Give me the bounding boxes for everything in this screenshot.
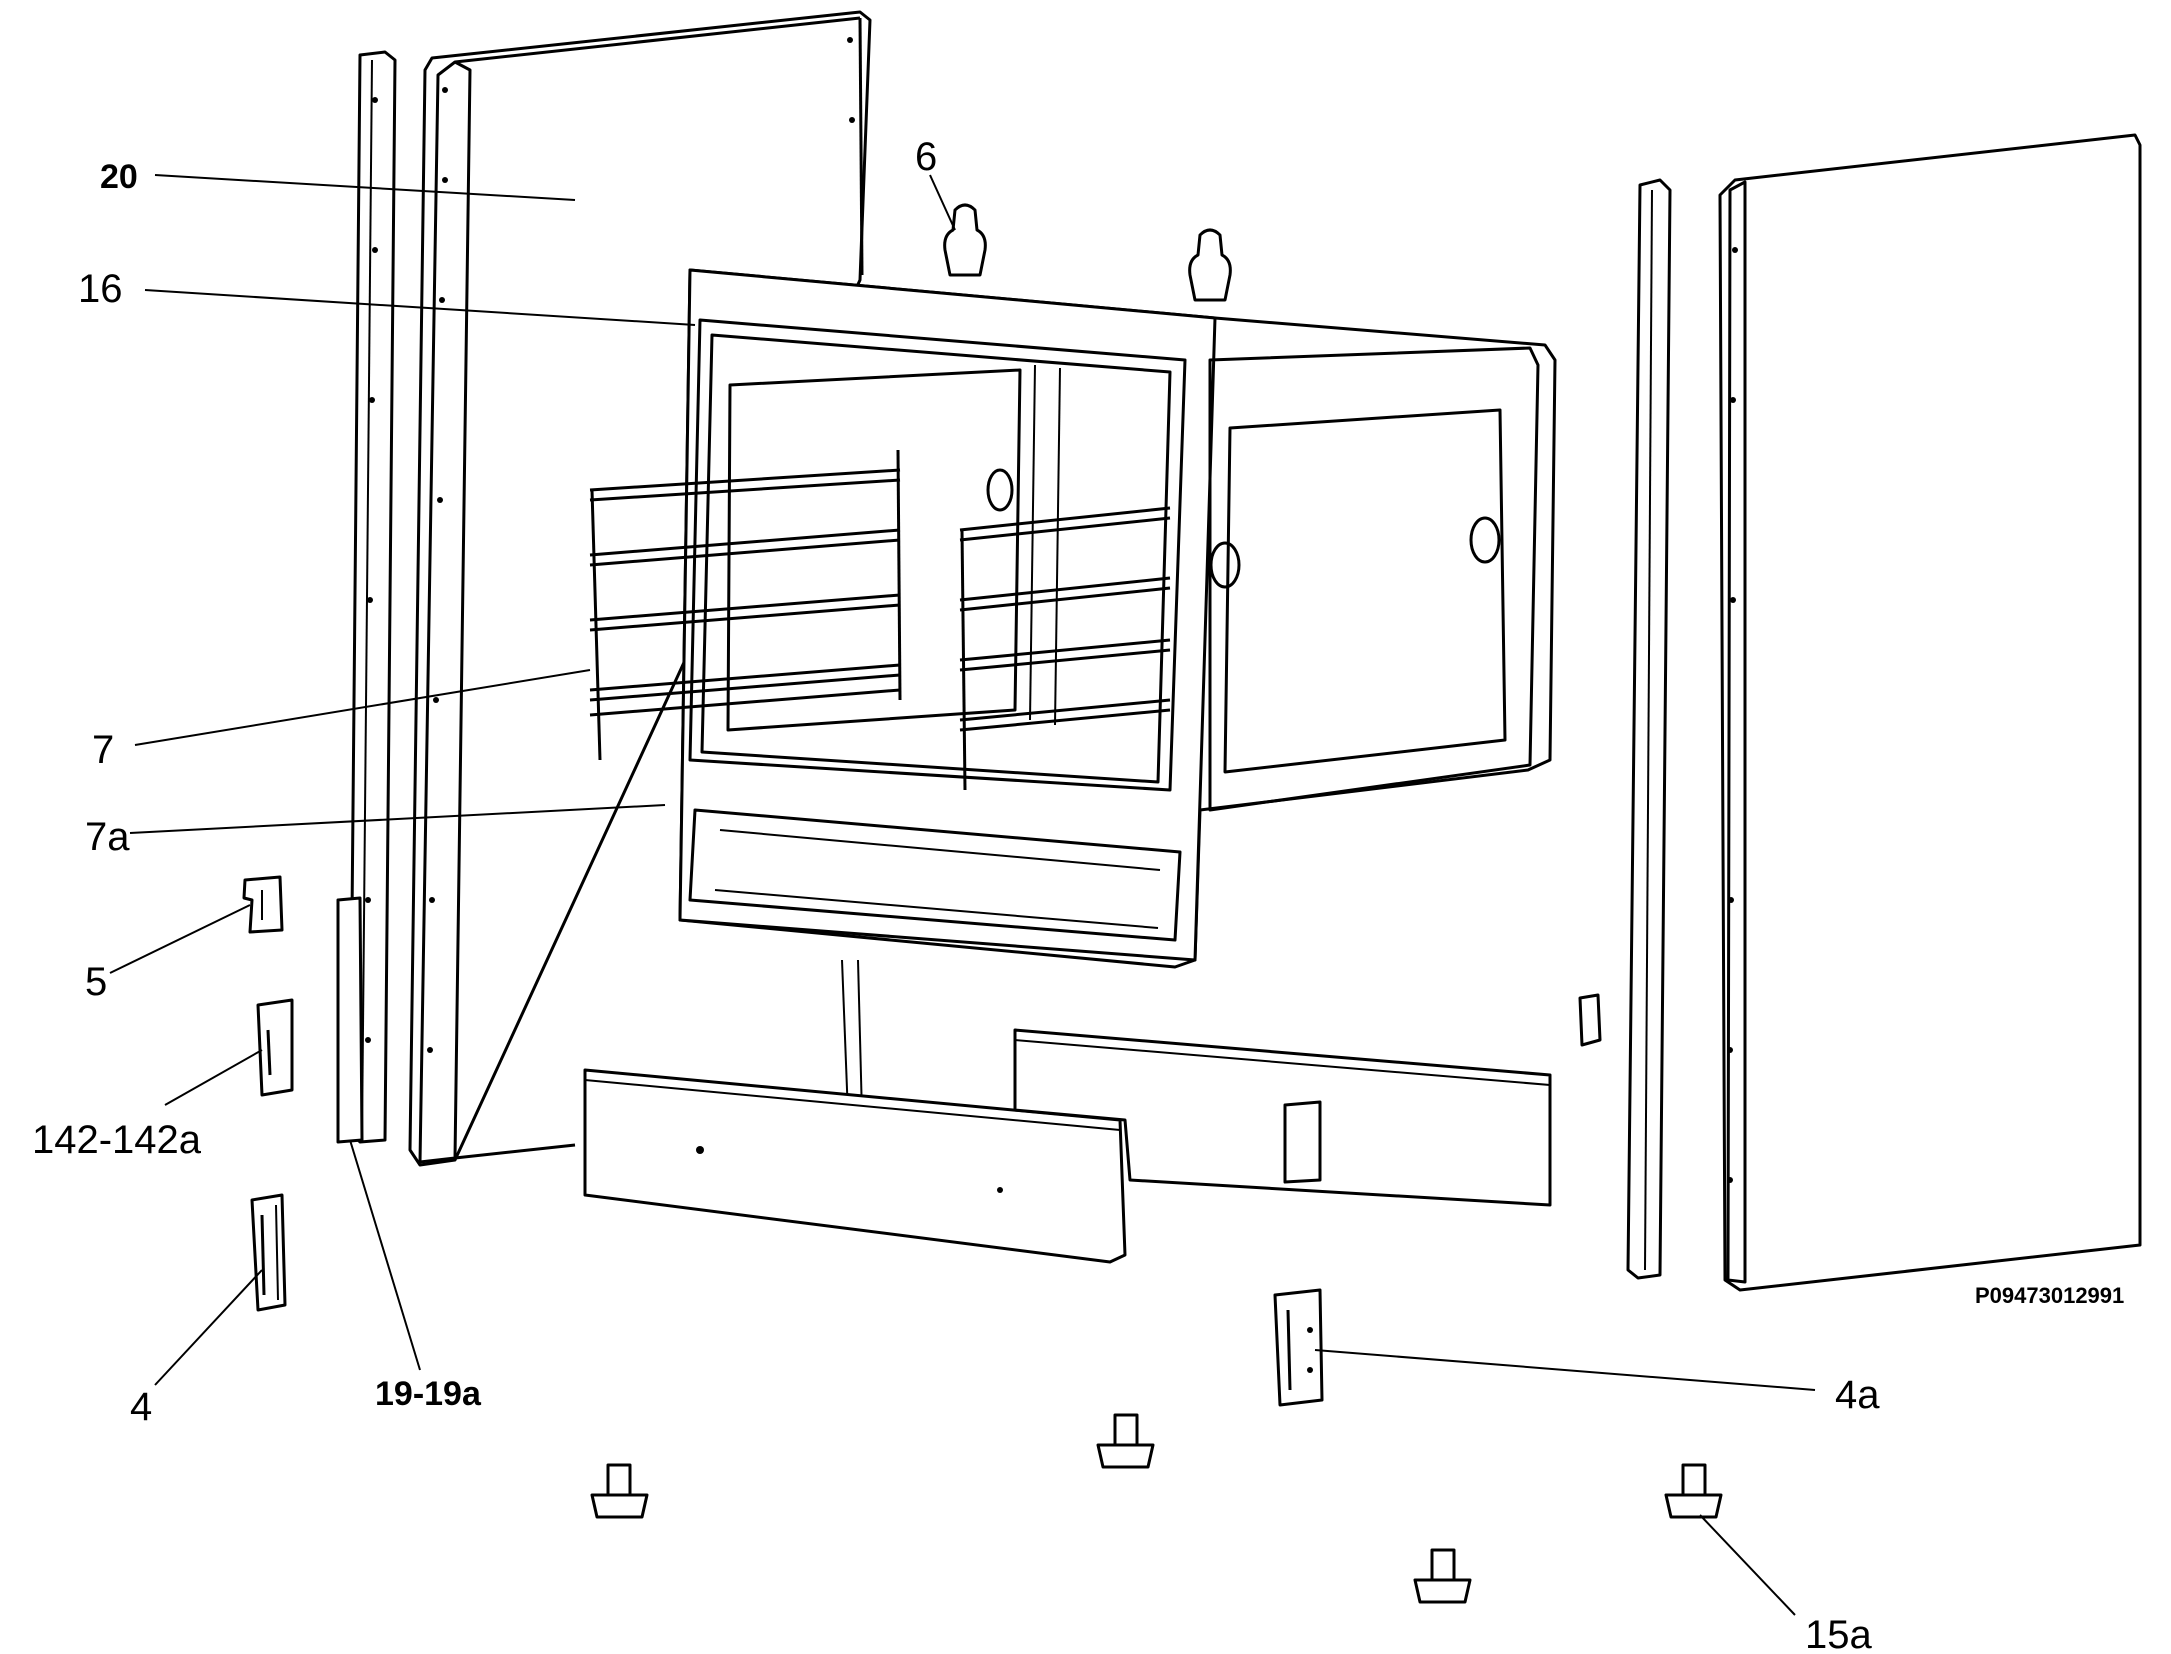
label-4: 4 xyxy=(130,1385,152,1429)
part-4a-hinge xyxy=(1273,1288,1324,1407)
plinth-panel-right xyxy=(1013,1028,1552,1207)
part-5-clip xyxy=(242,875,284,934)
label-15a: 15a xyxy=(1805,1613,1872,1654)
oven-cavity-16 xyxy=(678,268,1557,1116)
label-5: 5 xyxy=(85,960,107,1004)
adjustable-foot-1 xyxy=(590,1463,649,1519)
part-4-hinge xyxy=(250,1193,287,1312)
adjustable-foot-2 xyxy=(1096,1413,1155,1469)
adjustable-foot-4 xyxy=(1664,1463,1723,1519)
hook-6 xyxy=(943,203,1232,302)
right-front-strip xyxy=(1578,178,1672,1280)
label-7a: 7a xyxy=(85,815,130,859)
part-labels: 20 16 6 7 7a 5 142-142a 4 19-19a 4a 15a … xyxy=(32,135,2124,1654)
label-6: 6 xyxy=(915,135,937,179)
leader-lines xyxy=(109,174,1816,1616)
left-shelf-runner-7 xyxy=(589,449,902,761)
front-frame-strip-19 xyxy=(336,50,397,1144)
right-side-panel xyxy=(1718,133,2142,1292)
label-142-142a: 142-142a xyxy=(32,1118,202,1162)
label-20: 20 xyxy=(100,158,138,196)
label-19-19a: 19-19a xyxy=(375,1375,482,1413)
part-142-bracket xyxy=(256,998,294,1097)
adjustable-foot-3 xyxy=(1413,1548,1472,1604)
label-16: 16 xyxy=(78,267,123,311)
reference-code: P09473012991 xyxy=(1975,1283,2124,1308)
label-4a: 4a xyxy=(1835,1373,1880,1417)
right-shelf-runner-7a xyxy=(959,506,1171,791)
label-7: 7 xyxy=(92,728,114,772)
